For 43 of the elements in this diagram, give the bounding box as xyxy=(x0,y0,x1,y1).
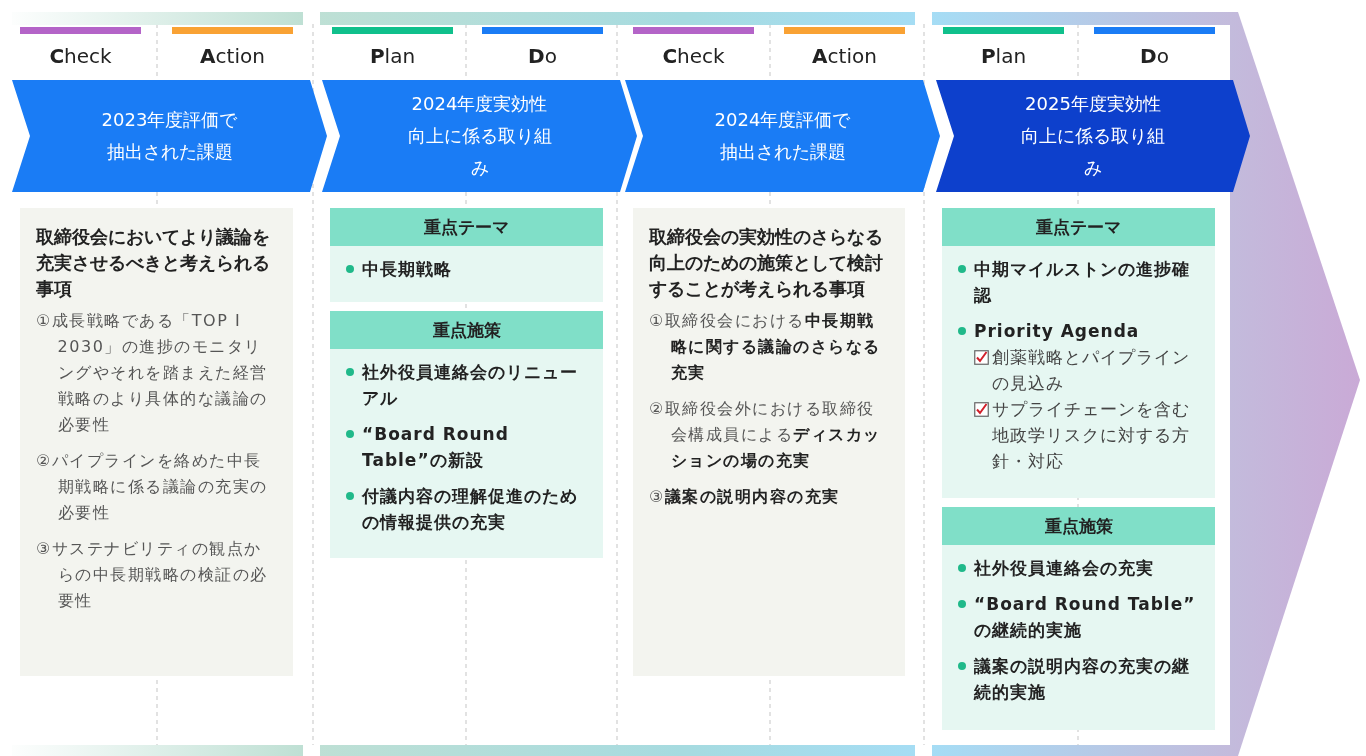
numbered-item: ②パイプラインを絡めた中長期戦略に係る議論の充実の必要性 xyxy=(36,450,269,524)
phase-label: Do xyxy=(1139,43,1170,70)
stage-banner xyxy=(12,80,327,192)
focus-card xyxy=(330,208,603,302)
checklist-item: サプライチェーンを含む地政学リスクに対する方針・対応 xyxy=(992,398,1191,473)
bullet-item: 付議内容の理解促進のための情報提供の充実 xyxy=(346,483,593,535)
stage-title: 2024年度実効性向上に係る取り組み xyxy=(406,92,553,180)
phase-label: Action xyxy=(199,43,266,70)
bullet-item: “Board Round Table” の継続的実施 xyxy=(958,591,1205,643)
focus-card xyxy=(330,311,603,558)
focus-card xyxy=(942,507,1215,730)
stage-title: 2024年度評価で抽出された課題 xyxy=(713,108,852,164)
stage-title: 2025年度実効性向上に係る取り組み xyxy=(1020,92,1166,180)
phase-label: Action xyxy=(811,43,878,70)
numbered-item: ②取締役会外における取締役会構成員によるディスカッションの場の充実 xyxy=(649,398,882,472)
phase-label: Check xyxy=(48,43,113,70)
phase-label: Plan xyxy=(979,43,1028,70)
stage-banner xyxy=(625,80,940,192)
focus-card xyxy=(942,208,1215,498)
section-header: 重点施策 xyxy=(330,311,603,349)
phase-label: Plan xyxy=(368,43,417,70)
stage-banner xyxy=(936,80,1250,192)
bullet-item: 社外役員連絡会のリニューアル xyxy=(346,359,593,411)
card-heading: 取締役会の実効性のさらなる向上のための施策として検討することが考えられる事項 xyxy=(649,225,883,301)
checklist-item: 創薬戦略とパイプラインの見込み xyxy=(992,346,1191,395)
bullet-item: 社外役員連絡会の充実 xyxy=(958,555,1205,581)
stage-title: 2023年度評価で抽出された課題 xyxy=(100,108,239,164)
card-heading: 取締役会においてより議論を充実させるべきと考えられる事項 xyxy=(36,225,271,301)
bullet-item: 中期マイルストンの進捗確認 xyxy=(958,256,1205,308)
bullet-item: Priority Agenda xyxy=(958,318,1205,344)
section-header: 重点施策 xyxy=(942,507,1215,545)
numbered-item: ①成長戦略である「TOP I 2030」の進捗のモニタリングやそれを踏まえた経営戦略のより具体的な議論の必要性 xyxy=(36,310,269,436)
section-header: 重点テーマ xyxy=(942,208,1215,246)
numbered-item: ③サステナビリティの観点からの中長期戦略の検証の必要性 xyxy=(36,538,269,612)
section-header: 重点テーマ xyxy=(330,208,603,246)
bullet-item: 中長期戦略 xyxy=(346,256,593,282)
bullet-item: “Board Round Table”の新設 xyxy=(346,421,593,473)
numbered-item: ①取締役会における中長期戦略に関する議論のさらなる充実 xyxy=(649,310,882,384)
numbered-item: ③議案の説明内容の充実 xyxy=(649,486,841,508)
phase-label: Check xyxy=(661,43,726,70)
bullet-item: 議案の説明内容の充実の継続的実施 xyxy=(958,653,1205,705)
stage-banner xyxy=(322,80,637,192)
phase-label: Do xyxy=(527,43,558,70)
